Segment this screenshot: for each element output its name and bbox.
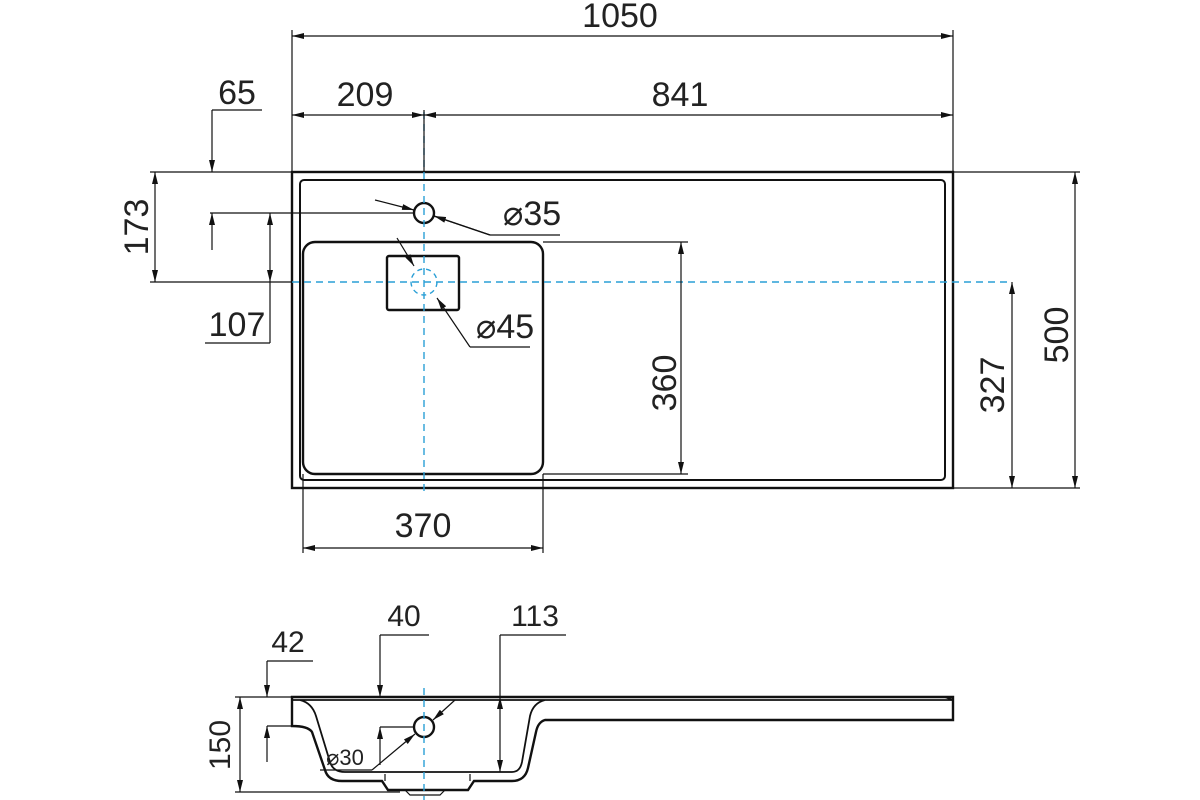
countertop-outline — [290, 170, 955, 490]
dim-overall-height: 150 — [204, 696, 400, 793]
countertop-rim — [299, 179, 946, 481]
side-profile-outer — [290, 695, 955, 792]
side-profile-inner — [292, 696, 954, 773]
dim-bowl-depth: 360 — [543, 241, 688, 475]
svg-text:360: 360 — [646, 355, 684, 412]
svg-text:173: 173 — [118, 199, 156, 256]
svg-text:65: 65 — [218, 74, 256, 112]
drain-outlet — [384, 774, 471, 796]
top-view: 1050 209 841 65 173 — [118, 0, 1080, 553]
dim-tap-hole-diameter: ⌀35 — [374, 195, 561, 236]
svg-text:500: 500 — [1038, 307, 1076, 364]
dim-drain-from-back: 173 — [118, 172, 292, 283]
svg-text:150: 150 — [204, 720, 237, 770]
dim-overflow-height: 40 — [377, 600, 429, 765]
dim-tap-from-back: 65 — [150, 74, 414, 250]
svg-text:209: 209 — [337, 76, 394, 114]
dim-overflow-diameter: ⌀30 — [320, 699, 456, 771]
dim-bowl-width: 370 — [302, 474, 544, 553]
svg-text:841: 841 — [652, 76, 709, 114]
svg-text:107: 107 — [209, 306, 266, 344]
bowl-outline — [301, 240, 545, 476]
svg-text:327: 327 — [974, 357, 1012, 414]
dim-drain-to-front: 327 — [953, 282, 1080, 489]
svg-text:1050: 1050 — [582, 0, 658, 35]
svg-text:⌀45: ⌀45 — [476, 308, 534, 346]
svg-text:113: 113 — [511, 600, 559, 633]
dim-lip-height: 42 — [264, 626, 313, 762]
dim-drain-diameter: ⌀45 — [396, 237, 534, 348]
dim-overall-length: 1050 — [291, 0, 954, 172]
svg-text:⌀30: ⌀30 — [326, 745, 364, 770]
dim-side-bowl-depth: 113 — [497, 600, 566, 772]
dim-overall-width: 500 — [953, 171, 1080, 488]
dim-tap-to-drain: 107 — [205, 213, 273, 344]
dim-tap-offsets: 209 841 — [292, 76, 953, 172]
svg-text:42: 42 — [271, 626, 304, 659]
svg-text:40: 40 — [387, 600, 420, 633]
overflow-opening — [385, 254, 461, 312]
svg-text:370: 370 — [395, 507, 452, 545]
side-view: 150 42 40 113 ⌀30 — [204, 600, 955, 800]
svg-text:⌀35: ⌀35 — [503, 195, 561, 233]
